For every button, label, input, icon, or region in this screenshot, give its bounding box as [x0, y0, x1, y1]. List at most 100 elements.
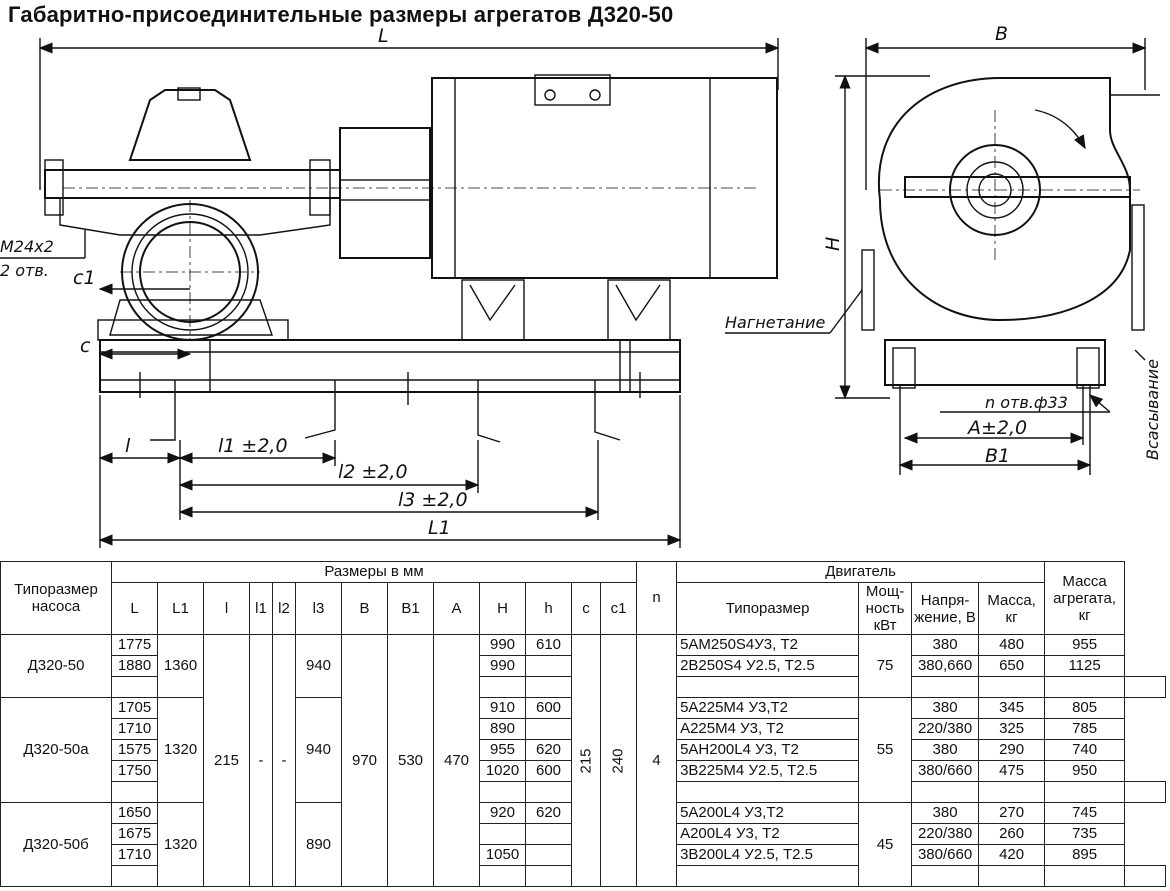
cell-L: 1705	[111, 697, 158, 719]
cell-L1: 1320	[157, 697, 204, 803]
header-col-10: h	[525, 582, 572, 635]
dim-l-label: l	[125, 435, 131, 457]
cell-L: 1675	[111, 823, 158, 845]
cell-motor-power: 75	[858, 634, 913, 698]
cell-L: 1650	[111, 802, 158, 824]
dim-l2-label: l2 ±2,0	[338, 461, 408, 483]
header-col-4: l2	[272, 582, 296, 635]
cell-h: 600	[525, 760, 572, 782]
cell-motor-power: 45	[858, 802, 913, 887]
cell-motor-type: 5АН200L4 У3, Т2	[676, 739, 860, 761]
dim-l3-label: l3 ±2,0	[398, 489, 468, 511]
header-col-1: L1	[157, 582, 204, 635]
discharge-label: Нагнетание	[725, 313, 826, 332]
header-col-5: l3	[295, 582, 342, 635]
cell-motor-type: 3В200L4 У2.5, Т2.5	[676, 844, 860, 866]
header-col-8: A	[433, 582, 480, 635]
cell-H: 990	[479, 634, 526, 656]
cell-motor-voltage: 380/660	[911, 760, 980, 782]
cell-L1: 1360	[157, 634, 204, 698]
cell-motor-type: 5АМ250S4У3, Т2	[676, 634, 860, 656]
cell-B1: 530	[387, 634, 434, 887]
cell-l1: -	[249, 634, 273, 887]
cell-h	[525, 655, 572, 677]
cell-L1: 1320	[157, 802, 204, 887]
cell-motor-voltage: 380/660	[911, 844, 980, 866]
cell-l3: 940	[295, 634, 342, 698]
table-spacer-row	[1, 676, 1166, 698]
cell-motor-mass: 325	[978, 718, 1046, 740]
cell-H: 1020	[479, 760, 526, 782]
header-n: n	[636, 561, 678, 635]
cell-L: 1575	[111, 739, 158, 761]
header-motor-power: Мощ-ность кВт	[858, 582, 913, 635]
cell-total-mass: 745	[1044, 802, 1126, 824]
pump-name: Д320-50а	[0, 697, 112, 803]
cell-c: 215	[571, 634, 601, 887]
cell-total-mass: 735	[1044, 823, 1126, 845]
thread-label: M24x2	[0, 237, 54, 256]
cell-motor-voltage: 380	[911, 634, 980, 656]
header-col-7: B1	[387, 582, 434, 635]
cell-l3: 940	[295, 697, 342, 803]
dim-l1-label: l1 ±2,0	[218, 435, 288, 457]
cell-H: 910	[479, 697, 526, 719]
cell-H: 990	[479, 655, 526, 677]
cell-B: 970	[341, 634, 388, 887]
cell-h: 620	[525, 802, 572, 824]
cell-h	[525, 844, 572, 866]
cell-total-mass: 1125	[1044, 655, 1126, 677]
cell-motor-mass: 260	[978, 823, 1046, 845]
cell-L: 1710	[111, 718, 158, 740]
holes-2-label: 2 отв.	[0, 261, 49, 280]
cell-motor-power: 55	[858, 697, 913, 803]
dim-c-label: c	[80, 335, 91, 357]
cell-total-mass: 950	[1044, 760, 1126, 782]
cell-total-mass: 805	[1044, 697, 1126, 719]
cell-L: 1710	[111, 844, 158, 866]
cell-c1: 240	[599, 634, 638, 887]
dim-H-label: H	[822, 237, 844, 251]
cell-motor-voltage: 380	[911, 697, 980, 719]
header-motor: Двигатель	[676, 561, 1046, 583]
header-col-0: L	[111, 582, 158, 635]
technical-drawing: L B H M24x2 2 отв. c1 c l l1 ±2,0 l2 ±2,…	[0, 23, 1162, 548]
cell-total-mass: 955	[1044, 634, 1126, 656]
header-motor-mass: Масса, кг	[978, 582, 1046, 635]
header-col-6: B	[341, 582, 388, 635]
dim-L1-label: L1	[428, 517, 451, 539]
cell-motor-type: 3В225М4 У2.5, Т2.5	[676, 760, 860, 782]
holes-n-label: n отв.ф33	[985, 393, 1068, 412]
cell-motor-type: 2В250S4 У2.5, Т2.5	[676, 655, 860, 677]
cell-motor-type: 5А225М4 У3,Т2	[676, 697, 860, 719]
cell-motor-voltage: 380	[911, 802, 980, 824]
table-spacer-row	[1, 865, 1166, 887]
dim-c1-label: c1	[73, 267, 96, 289]
cell-total-mass: 740	[1044, 739, 1126, 761]
cell-L: 1775	[111, 634, 158, 656]
dim-L-label: L	[378, 25, 389, 47]
header-col-9: H	[479, 582, 526, 635]
dim-A-label: A±2,0	[966, 417, 1027, 439]
cell-motor-type: А200L4 У3, Т2	[676, 823, 860, 845]
cell-motor-voltage: 380,660	[911, 655, 980, 677]
cell-motor-mass: 345	[978, 697, 1046, 719]
cell-motor-type: А225М4 У3, Т2	[676, 718, 860, 740]
cell-total-mass: 785	[1044, 718, 1126, 740]
cell-h: 600	[525, 697, 572, 719]
cell-H: 1050	[479, 844, 526, 866]
dim-B-label: B	[995, 23, 1008, 45]
header-sizes: Размеры в мм	[110, 561, 638, 583]
cell-motor-mass: 290	[978, 739, 1046, 761]
cell-h: 620	[525, 739, 572, 761]
cell-L: 1880	[111, 655, 158, 677]
cell-A: 470	[433, 634, 480, 887]
header-col-2: l	[203, 582, 250, 635]
